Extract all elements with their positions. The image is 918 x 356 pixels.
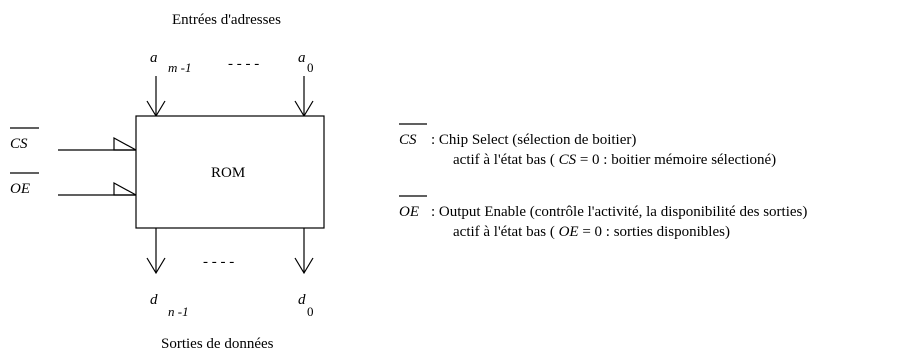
- legend-cs-symbol: CS: [399, 132, 417, 148]
- address-ellipsis: - - - -: [228, 56, 259, 72]
- address-msb-subscript: m -1: [168, 60, 191, 75]
- legend-cs-line1: : Chip Select (sélection de boitier): [431, 132, 636, 148]
- rom-block: [135, 115, 325, 229]
- legend-oe: OE : Output Enable (contrôle l'activité,…: [399, 195, 807, 240]
- data-lsb-subscript: 0: [307, 304, 314, 319]
- address-msb-arrow: [146, 76, 166, 118]
- cs-input-label: CS: [10, 136, 28, 152]
- address-inputs-title: Entrées d'adresses: [172, 12, 281, 28]
- data-msb-letter: d: [150, 292, 158, 308]
- address-msb-letter: a: [150, 50, 158, 66]
- data-lsb-letter: d: [298, 292, 306, 308]
- legend-oe-symbol: OE: [399, 204, 419, 220]
- address-lsb-subscript: 0: [307, 60, 314, 75]
- data-outputs-title: Sorties de données: [161, 336, 274, 352]
- legend-oe-line1: : Output Enable (contrôle l'activité, la…: [431, 204, 807, 220]
- legend-oe-line2: actif à l'état bas ( OE = 0 : sorties di…: [453, 224, 730, 240]
- oe-input-marker: [113, 181, 137, 196]
- address-lsb-letter: a: [298, 50, 306, 66]
- cs-input-marker: [113, 136, 137, 151]
- legend-cs: CS : Chip Select (sélection de boitier) …: [399, 123, 776, 168]
- address-lsb-arrow: [294, 76, 314, 118]
- rom-block-label: ROM: [211, 165, 245, 181]
- legend-cs-line2: actif à l'état bas ( CS = 0 : boitier mé…: [453, 152, 776, 168]
- data-lsb-arrow: [294, 228, 314, 275]
- data-msb-subscript: n -1: [168, 304, 189, 319]
- data-ellipsis: - - - -: [203, 254, 234, 270]
- oe-input-label: OE: [10, 181, 30, 197]
- data-msb-arrow: [146, 228, 166, 275]
